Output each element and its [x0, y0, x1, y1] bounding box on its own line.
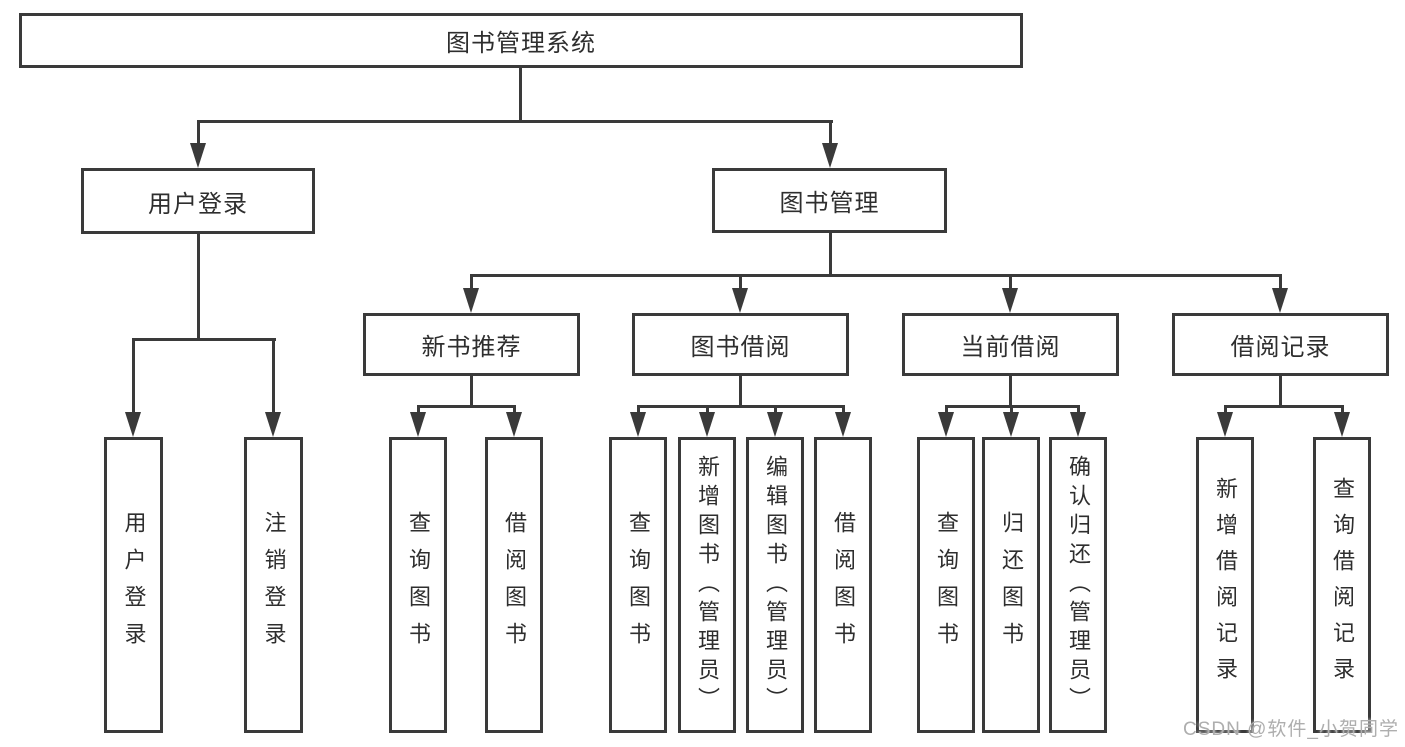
arrow-to-book-borrow: [732, 288, 748, 313]
leaf-drop: [842, 405, 845, 415]
node-user-login-label: 用户登录: [148, 190, 248, 218]
node-borrowing-records: 借阅记录: [1172, 313, 1389, 376]
arrow-to-leaf: [1070, 412, 1086, 437]
leaf-label: 查询图书: [626, 511, 651, 659]
leaf-label: 用户登录: [121, 511, 147, 659]
leaf-label: 新增图书（管理员）: [695, 454, 720, 716]
connector-new-book-drop: [470, 274, 473, 291]
node-leaf-query-books-1: 查询图书: [389, 437, 447, 733]
leaf-drop: [513, 405, 516, 415]
node-leaf-return-book: 归还图书: [982, 437, 1040, 733]
node-leaf-query-books-3: 查询图书: [917, 437, 975, 733]
node-leaf-add-borrow-record: 新增借阅记录: [1196, 437, 1254, 733]
leaf-drop: [1341, 405, 1344, 415]
connector-user-login-bus: [132, 338, 276, 341]
connector-logout-leaf-drop: [272, 338, 275, 415]
leaf-label: 借阅图书: [831, 511, 856, 659]
arrow-to-user-login: [190, 143, 206, 168]
node-leaf-edit-book-admin: 编辑图书（管理员）: [746, 437, 804, 733]
arrow-to-book-mgmt: [822, 143, 838, 168]
node-book-borrowing-label: 图书借阅: [690, 334, 791, 361]
leaf-label: 注销登录: [261, 511, 287, 659]
connector-book-mgmt-drop: [829, 120, 832, 148]
arrow-to-leaf: [767, 412, 783, 437]
leaf-drop: [706, 405, 709, 415]
leaf-label: 编辑图书（管理员）: [763, 454, 788, 716]
arrow-to-leaf: [1003, 412, 1019, 437]
connector-borrow-records-stub: [1279, 374, 1282, 408]
arrow-to-leaf: [699, 412, 715, 437]
node-borrowing-records-label: 借阅记录: [1230, 334, 1331, 361]
leaf-label: 查询图书: [406, 511, 431, 659]
leaf-drop: [637, 405, 640, 415]
arrow-to-leaf: [938, 412, 954, 437]
node-current-borrowing: 当前借阅: [902, 313, 1119, 376]
leaf-label: 确认归还（管理员）: [1066, 454, 1091, 716]
node-current-borrowing-label: 当前借阅: [960, 334, 1061, 361]
node-book-borrowing: 图书借阅: [632, 313, 849, 376]
node-book-management: 图书管理: [712, 168, 947, 233]
connector-current-borrow-drop: [1009, 274, 1012, 291]
leaf-label: 查询借阅记录: [1330, 477, 1355, 693]
connector-current-borrow-stub: [1009, 374, 1012, 408]
connector-borrow-records-drop: [1279, 274, 1282, 291]
leaf-label: 新增借阅记录: [1213, 477, 1238, 693]
node-leaf-borrow-books-2: 借阅图书: [814, 437, 872, 733]
node-leaf-user-login: 用户登录: [104, 437, 163, 733]
node-leaf-add-book-admin: 新增图书（管理员）: [678, 437, 736, 733]
node-new-book-recommendation-label: 新书推荐: [421, 334, 522, 361]
leaf-label: 归还图书: [999, 511, 1024, 659]
connector-user-login-drop: [197, 120, 200, 148]
node-library-system-label: 图书管理系统: [446, 30, 596, 57]
node-library-system: 图书管理系统: [19, 13, 1023, 68]
connector-new-book-stub: [470, 374, 473, 408]
connector-book-mgmt-stub: [829, 231, 832, 277]
leaf-drop: [1224, 405, 1227, 415]
arrow-to-leaf: [506, 412, 522, 437]
connector-borrow-records-leaf-bus: [1224, 405, 1344, 408]
arrow-to-logout-leaf: [265, 412, 281, 437]
connector-book-borrow-drop: [739, 274, 742, 291]
connector-level3-bus: [470, 274, 1282, 277]
leaf-drop: [774, 405, 777, 415]
connector-root-stub: [519, 68, 522, 123]
connector-new-book-leaf-bus: [417, 405, 516, 408]
arrow-to-borrow-records: [1272, 288, 1288, 313]
node-leaf-logout: 注销登录: [244, 437, 303, 733]
csdn-watermark: CSDN @软件_小贺同学: [1183, 719, 1399, 740]
arrow-to-leaf: [1334, 412, 1350, 437]
node-new-book-recommendation: 新书推荐: [363, 313, 580, 376]
arrow-to-leaf: [1217, 412, 1233, 437]
arrow-to-leaf: [630, 412, 646, 437]
node-book-management-label: 图书管理: [779, 190, 880, 217]
node-leaf-confirm-return-admin: 确认归还（管理员）: [1049, 437, 1107, 733]
arrow-to-login-leaf: [125, 412, 141, 437]
leaf-label: 借阅图书: [502, 511, 527, 659]
node-leaf-query-books-2: 查询图书: [609, 437, 667, 733]
connector-level2-bus: [197, 120, 833, 123]
connector-user-login-stub: [197, 232, 200, 341]
leaf-label: 查询图书: [934, 511, 959, 659]
leaf-drop: [1010, 405, 1013, 415]
arrow-to-leaf: [410, 412, 426, 437]
leaf-drop: [1077, 405, 1080, 415]
leaf-drop: [945, 405, 948, 415]
connector-book-borrow-stub: [739, 374, 742, 408]
connector-login-leaf-drop: [132, 338, 135, 415]
node-user-login: 用户登录: [81, 168, 315, 234]
connector-book-borrow-leaf-bus: [637, 405, 845, 408]
arrow-to-leaf: [835, 412, 851, 437]
node-leaf-borrow-books-1: 借阅图书: [485, 437, 543, 733]
node-leaf-query-borrow-record: 查询借阅记录: [1313, 437, 1371, 733]
leaf-drop: [417, 405, 420, 415]
arrow-to-new-book: [463, 288, 479, 313]
arrow-to-current-borrow: [1002, 288, 1018, 313]
